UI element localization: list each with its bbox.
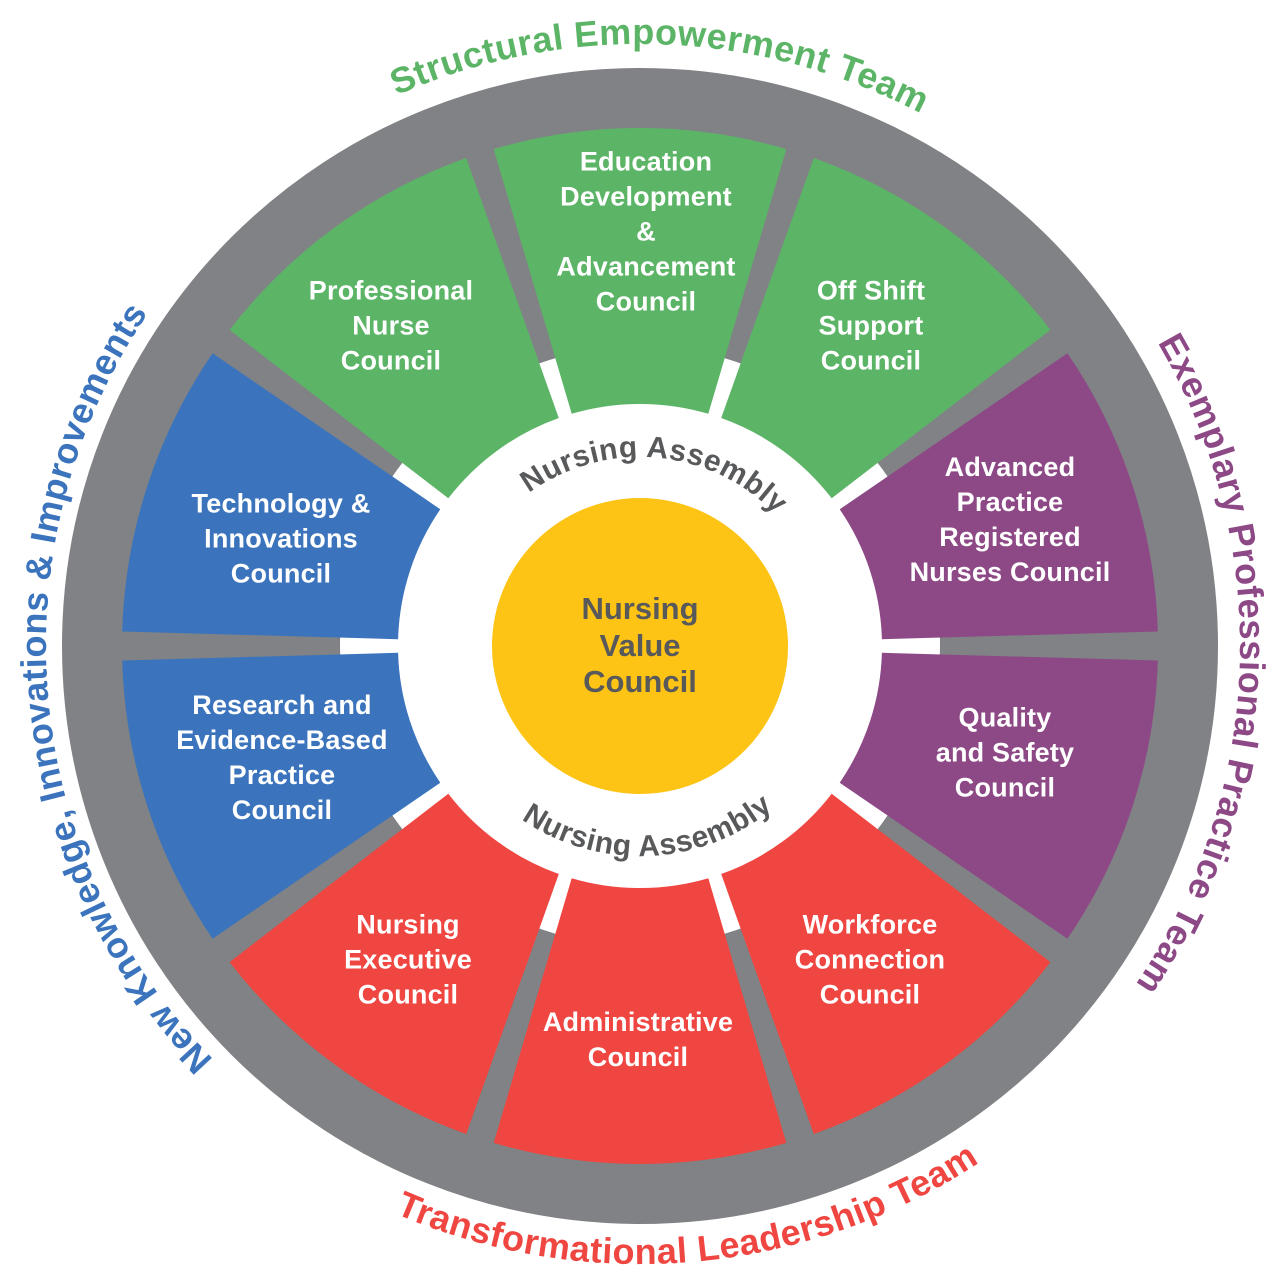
- council-wedge-nursing-executive: [229, 793, 559, 1134]
- council-wedge-technology-innovations: [122, 353, 441, 640]
- council-wedge-administrative: [493, 878, 787, 1164]
- assembly-label-bottom-text: Nursing Assembly: [517, 788, 777, 864]
- council-wedge-professional-nurse: [229, 158, 559, 499]
- council-wedge-quality-and-safety: [839, 652, 1158, 939]
- council-wedge-advanced-practice-registered-nurses: [839, 353, 1158, 640]
- council-wedge-workforce-connection: [721, 793, 1051, 1134]
- council-wedge-off-shift-support: [721, 158, 1051, 499]
- council-wedge-research-evidence-based-practice: [122, 652, 441, 939]
- council-wedges: [122, 128, 1158, 1164]
- council-wedge-education-development-advancement: [493, 128, 787, 414]
- assembly-label-bottom: Nursing Assembly: [517, 788, 777, 864]
- center-circle: [492, 498, 788, 794]
